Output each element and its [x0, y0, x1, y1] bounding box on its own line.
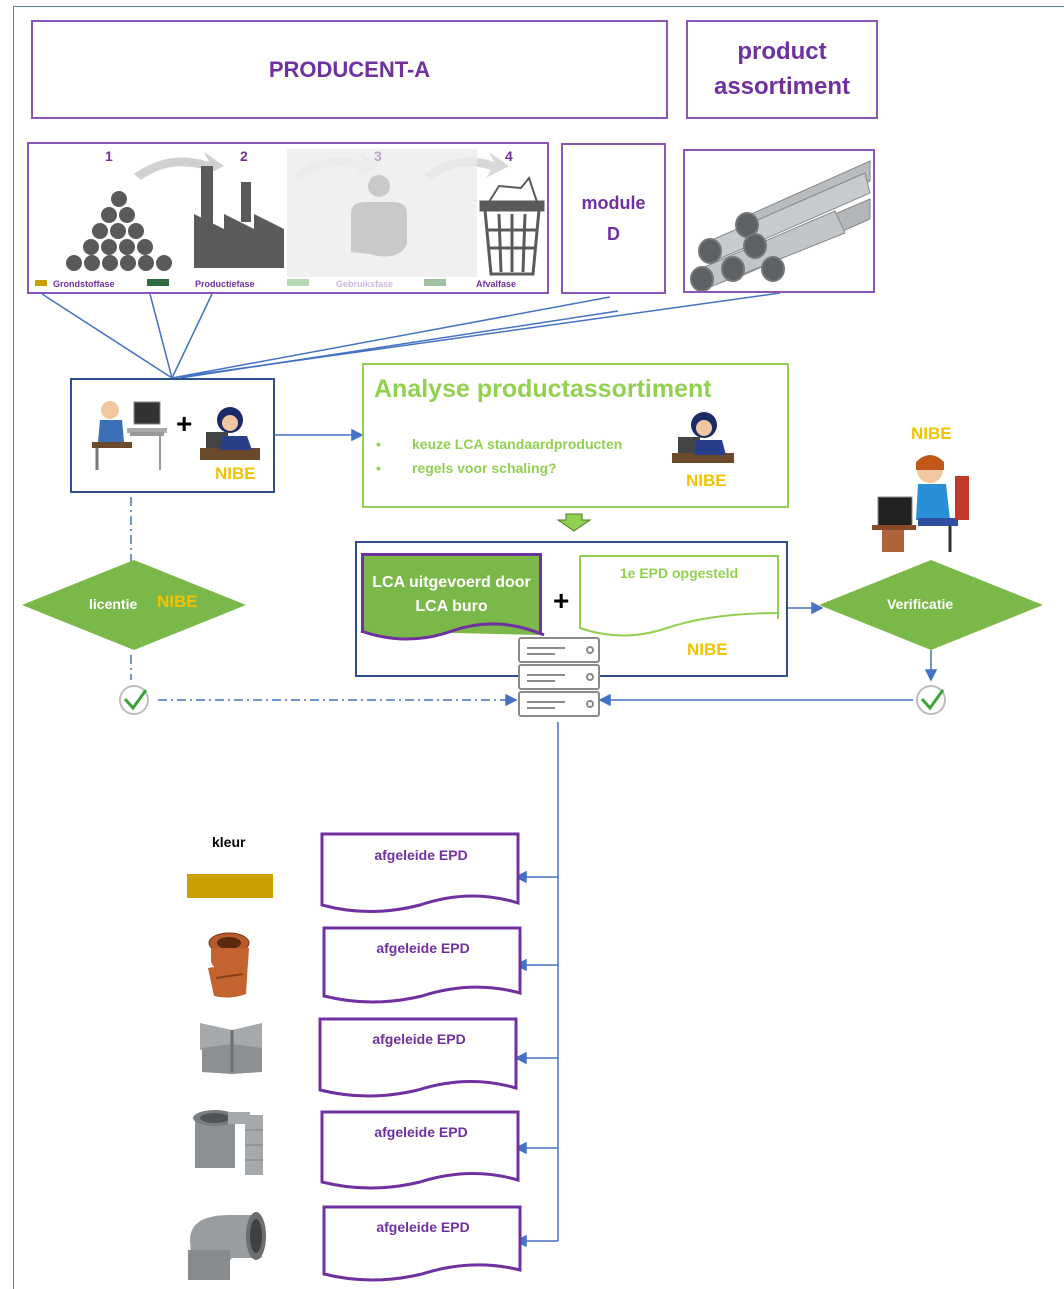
- nibe-logo: NIBE: [687, 640, 728, 659]
- module-d-label: module D: [581, 192, 646, 244]
- derived-epd-doc-shape: [320, 832, 520, 913]
- producer-consultant-box: + NIBE: [70, 378, 275, 493]
- check-icon: [916, 685, 946, 715]
- derived-epd-label: afgeleide EPD: [374, 1124, 468, 1140]
- derived-epd-doc-shape: [322, 1205, 522, 1282]
- derived-epd-label: afgeleide EPD: [372, 1031, 466, 1047]
- plus-sign: +: [553, 585, 570, 616]
- kleur-label: kleur: [212, 834, 246, 850]
- document-wave-edges: [360, 603, 779, 641]
- coupling-fitting-icon: [200, 1023, 262, 1074]
- nibe-logo: NIBE: [215, 464, 256, 483]
- verification-label: Verificatie: [887, 596, 954, 612]
- plus-sign: +: [176, 408, 193, 439]
- nibe-logo: NIBE: [911, 424, 952, 443]
- phase-label-use: Gebruiksfase: [336, 279, 394, 289]
- branch-fitting-icon: [193, 1110, 263, 1175]
- module-d-box: module D: [561, 143, 666, 294]
- phase-label-icon: [147, 279, 169, 286]
- derived-epd-doc-shape: [322, 926, 522, 1004]
- trash-icon: [479, 175, 545, 276]
- factory-icon: [194, 166, 284, 268]
- lca-performed-card: LCA uitgevoerd door LCA buro: [361, 553, 542, 633]
- analysis-bullet-2: regels voor schaling?: [412, 460, 557, 476]
- analysis-box: Analyse productassortiment • keuze LCA s…: [362, 363, 789, 508]
- green-arrow-icon: [556, 513, 592, 532]
- socket-fitting-icon: [208, 932, 250, 998]
- arrow-icon: [134, 152, 224, 180]
- licence-diamond: [22, 560, 246, 650]
- phase-label-icon: [35, 280, 47, 286]
- phase-label-raw: Grondstoffase: [53, 279, 115, 289]
- derived-epd-label: afgeleide EPD: [374, 847, 468, 863]
- first-epd-label: 1e EPD opgesteld: [619, 565, 739, 581]
- derived-epd-label: afgeleide EPD: [376, 1219, 470, 1235]
- lca-performed-label: LCA uitgevoerd door LCA buro: [372, 573, 531, 615]
- consultant-icon: [672, 412, 734, 463]
- user-icon: [351, 175, 407, 257]
- derived-epd-doc-shape: [318, 1017, 518, 1098]
- check-icon: [119, 685, 149, 715]
- derived-epd-doc-shape: [320, 1110, 520, 1190]
- phase-number-2: 2: [240, 148, 248, 164]
- assortment-title-box: product assortiment: [686, 20, 878, 119]
- phase-label-waste: Afvalfase: [476, 279, 517, 289]
- phase-number-1: 1: [105, 148, 113, 164]
- licence-label: licentie: [89, 596, 138, 612]
- pipes-icon: [690, 160, 871, 291]
- office-workers-icon: [92, 401, 260, 470]
- lca-box: LCA uitgevoerd door LCA buro + 1e EPD op…: [355, 541, 788, 677]
- nibe-logo: NIBE: [686, 471, 727, 490]
- lifecycle-phases-box: 1 2 3 4 Grondstoffase Productiefase Gebr…: [27, 142, 549, 294]
- phase-label-icon: [287, 279, 309, 286]
- assortment-title: product assortiment: [713, 37, 851, 100]
- lifecycle-illustration: [35, 149, 545, 286]
- phase-label-production: Productiefase: [195, 279, 255, 289]
- producer-title-box: PRODUCENT-A: [31, 20, 668, 119]
- phase-label-icon: [424, 279, 446, 286]
- nibe-logo: NIBE: [157, 592, 198, 611]
- first-epd-card: 1e EPD opgesteld: [579, 555, 779, 619]
- derived-epd-label: afgeleide EPD: [376, 940, 470, 956]
- phase-number-4: 4: [505, 148, 513, 164]
- pipes-image-box: [683, 149, 875, 293]
- color-swatch: [187, 874, 273, 898]
- elbow-fitting-icon: [188, 1212, 266, 1280]
- verification-diamond: [819, 560, 1043, 650]
- page-frame: [13, 6, 1064, 1289]
- producer-title: PRODUCENT-A: [268, 56, 431, 82]
- analysis-title: Analyse productassortiment: [374, 375, 712, 403]
- phase-number-3: 3: [374, 148, 382, 164]
- analysis-bullet-1: keuze LCA standaardproducten: [412, 436, 623, 452]
- raw-materials-icon: [66, 191, 172, 271]
